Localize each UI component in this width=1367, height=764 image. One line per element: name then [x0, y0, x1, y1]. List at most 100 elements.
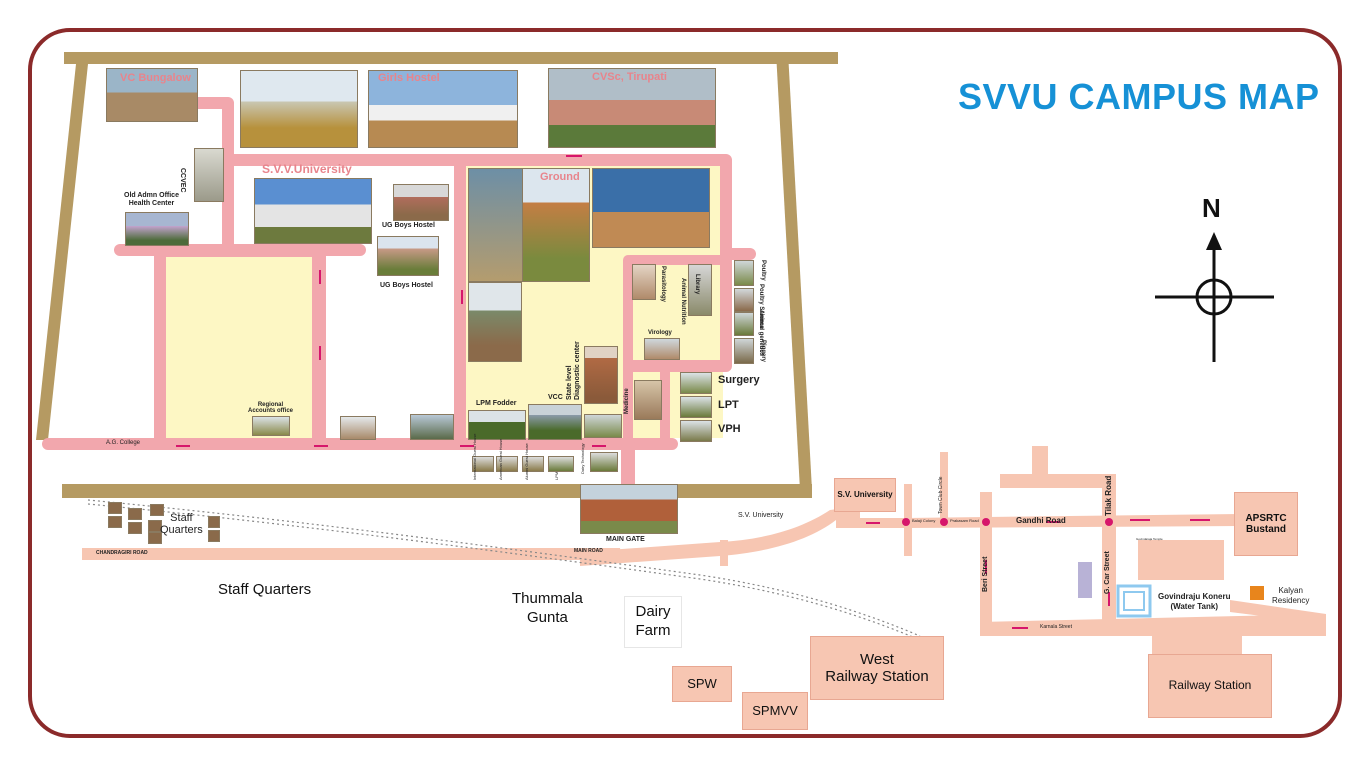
label-ug-boys-2: UG Boys Hostel — [380, 282, 433, 289]
photo-lpm — [548, 456, 574, 472]
label-railway-station: Railway Station — [1168, 678, 1252, 693]
photo-building-b — [410, 414, 454, 440]
temple-block — [1078, 562, 1092, 598]
label-chandragiri-road: CHANDRAGIRI ROAD — [96, 550, 148, 556]
photo-diagnostic — [584, 346, 618, 404]
road-markers — [176, 155, 606, 447]
photo-parasitology — [632, 264, 656, 300]
label-alumni-guest-house: Alumni Guest House — [524, 443, 529, 480]
west-railway-box: West Railway Station — [810, 636, 944, 700]
photo-animal-genetics — [734, 312, 754, 336]
photo-virology — [644, 338, 680, 360]
photo-lpm-fodder — [468, 410, 526, 440]
label-govindaraja-temple: Govindaraja Temple — [1136, 537, 1163, 541]
label-staff-quarters: Staff Quarters — [218, 581, 312, 598]
spw-box: SPW — [672, 666, 732, 702]
label-vcc: VCC — [548, 394, 563, 401]
photo-animal-nutrition — [688, 264, 712, 316]
label-diagnostic: State level Diagnostic center — [566, 341, 582, 400]
photo-piggery — [734, 338, 754, 364]
staff-house — [208, 516, 220, 528]
label-dairy-technology: Dairy Technology — [580, 443, 585, 474]
photo-poultry-science — [734, 288, 754, 312]
label-staff-quarters-small: Staff Quarters — [160, 512, 203, 537]
photo-guest-2 — [496, 456, 518, 472]
label-lpm-fodder: LPM Fodder — [476, 400, 517, 407]
photo-ug-boys-2 — [377, 236, 439, 276]
label-old-admn: Old Admn Office Health Center — [124, 192, 179, 208]
photo-lpt — [680, 396, 712, 418]
label-piggery: Piggery — [760, 340, 766, 363]
label-apsrtc: APSRTC Bustand — [1245, 512, 1287, 536]
label-parasitology: Parasitology — [660, 266, 666, 303]
photo-ground-4 — [468, 282, 522, 362]
photo-main-gate — [580, 484, 678, 534]
campus-wall-top — [64, 52, 838, 64]
label-animal-nutrition: Animal Nutrition — [680, 278, 686, 325]
photo-guest-1 — [472, 456, 494, 472]
photo-poultry — [734, 260, 754, 286]
label-ground: Ground — [540, 171, 580, 183]
staff-house — [128, 508, 142, 520]
dairy-farm-box: Dairy Farm — [624, 596, 682, 648]
label-karnala-street: Karnala Street — [1040, 624, 1072, 630]
photo-vph — [680, 420, 712, 442]
water-tank-icon — [1116, 584, 1152, 618]
label-main-road: MAIN ROAD — [574, 548, 603, 554]
hotel-marker-icon — [1250, 586, 1264, 600]
photo-vc-bungalow — [106, 68, 198, 122]
label-international-guest-house: International Guest House — [472, 433, 477, 480]
label-library: Library — [694, 274, 700, 295]
photo-vcc — [528, 404, 582, 440]
label-kalyan-residency: Kalyan Residency — [1272, 586, 1310, 605]
campus-wall-left — [36, 64, 88, 440]
photo-university — [254, 178, 372, 244]
junction-dots — [902, 518, 1113, 526]
photo-regional-accounts — [252, 416, 290, 436]
label-govindraju-koneru: Govindraju Koneru (Water Tank) — [1158, 592, 1231, 611]
label-tilak-road: Tilak Road — [1104, 475, 1113, 516]
photo-cvsc-tirupati — [548, 68, 716, 148]
label-regional-accounts: Regional Accounts office — [248, 402, 294, 414]
campus-wall-bottom — [62, 484, 812, 498]
label-girls-hostel: Girls Hostel — [378, 72, 440, 84]
sv-university-box: S.V. University — [834, 478, 896, 512]
staff-house — [208, 530, 220, 542]
label-american-guest-house: American Guest House — [498, 438, 503, 480]
north-label: N — [1202, 193, 1221, 223]
railway-station-box: Railway Station — [1148, 654, 1272, 718]
label-surgery: Surgery — [718, 374, 760, 386]
label-west-railway: West Railway Station — [825, 650, 929, 685]
label-cvsc-tirupati: CVSc, Tirupati — [592, 71, 667, 83]
photo-medicine — [634, 380, 662, 420]
photo-surgery — [680, 372, 712, 394]
label-beri-street: Beri Street — [982, 556, 989, 592]
photo-ground-3 — [592, 168, 710, 248]
label-lpm: LPM — [554, 471, 559, 480]
photo-guest-3 — [522, 456, 544, 472]
map-title: SVVU CAMPUS MAP — [958, 76, 1320, 117]
label-lpt: LPT — [718, 399, 739, 411]
staff-house — [148, 532, 162, 544]
photo-old-admn — [125, 212, 189, 246]
label-town-club-circle: Town Club Circle — [938, 476, 944, 514]
photo-small-vcc — [584, 414, 622, 438]
photo-building-a — [340, 416, 376, 440]
label-dairy-farm: Dairy Farm — [635, 603, 671, 639]
label-main-gate: MAIN GATE — [606, 536, 645, 543]
label-balaji-colony: Balaji Colony — [912, 518, 936, 523]
staff-house — [108, 502, 122, 514]
label-prakasam-road: Prakasam Road — [950, 518, 979, 523]
label-ag-college: A.G. College — [106, 440, 141, 446]
label-spmvv: SPMVV — [752, 702, 798, 718]
label-ccvec: CCVEC — [179, 168, 186, 193]
campus-roads — [42, 97, 756, 493]
photo-ground-2 — [522, 168, 590, 282]
photo-ground-1 — [468, 168, 526, 282]
label-medicine: Medicine — [624, 388, 630, 414]
label-ug-boys-1: UG Boys Hostel — [382, 222, 435, 229]
staff-house — [150, 504, 164, 516]
label-spw: SPW — [687, 675, 717, 691]
staff-house — [128, 522, 142, 534]
staff-house — [148, 520, 162, 532]
